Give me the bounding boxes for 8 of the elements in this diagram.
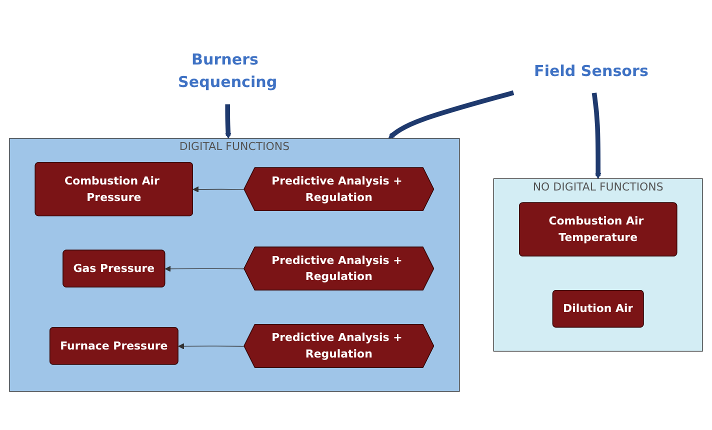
node-text: Field Sensors <box>534 62 648 80</box>
arrow <box>192 186 245 192</box>
arrow <box>164 266 245 272</box>
arrow <box>388 90 514 139</box>
node-text: Burners Sequencing <box>178 52 278 92</box>
arrow <box>592 92 602 179</box>
arrow <box>225 104 232 139</box>
arrow <box>178 343 245 350</box>
